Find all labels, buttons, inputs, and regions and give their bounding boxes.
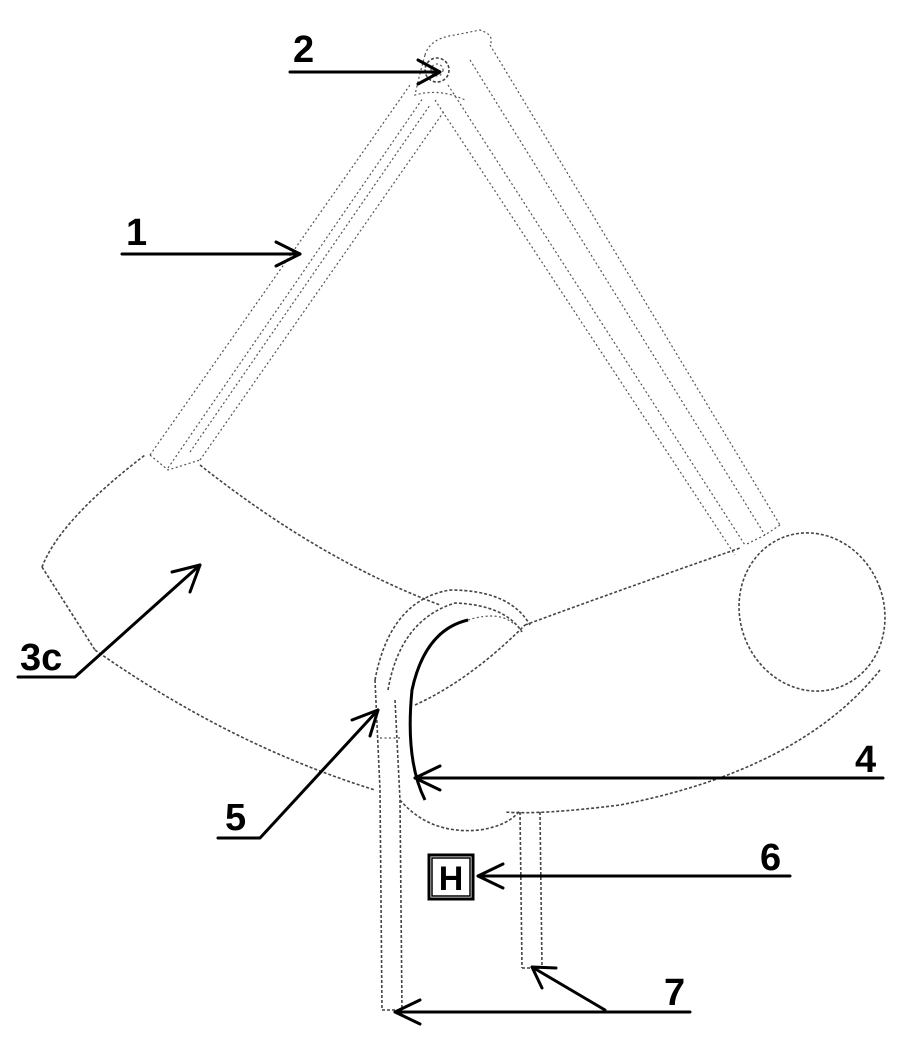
label-1: 1 [126,212,147,254]
label-4: 4 [855,739,876,781]
leader-6 [476,862,792,890]
collar-ring [374,589,531,832]
label-2: 2 [293,29,314,71]
label-5: 5 [225,797,246,839]
curved-base-body [41,454,886,814]
h-box: H [427,853,475,901]
left-strut [149,84,446,471]
h-box-letter: H [439,860,464,898]
right-strut [434,44,781,556]
label-3c: 3c [20,637,62,679]
label-7: 7 [664,972,685,1014]
leader-7 [393,965,692,1026]
leader-2 [288,58,442,86]
leader-3c [16,563,202,679]
inner-bearing [408,615,516,801]
top-pivot [414,29,492,101]
label-6: 6 [760,837,781,879]
leader-5 [216,708,380,840]
leader-1 [120,240,302,268]
leader-4 [413,764,885,792]
